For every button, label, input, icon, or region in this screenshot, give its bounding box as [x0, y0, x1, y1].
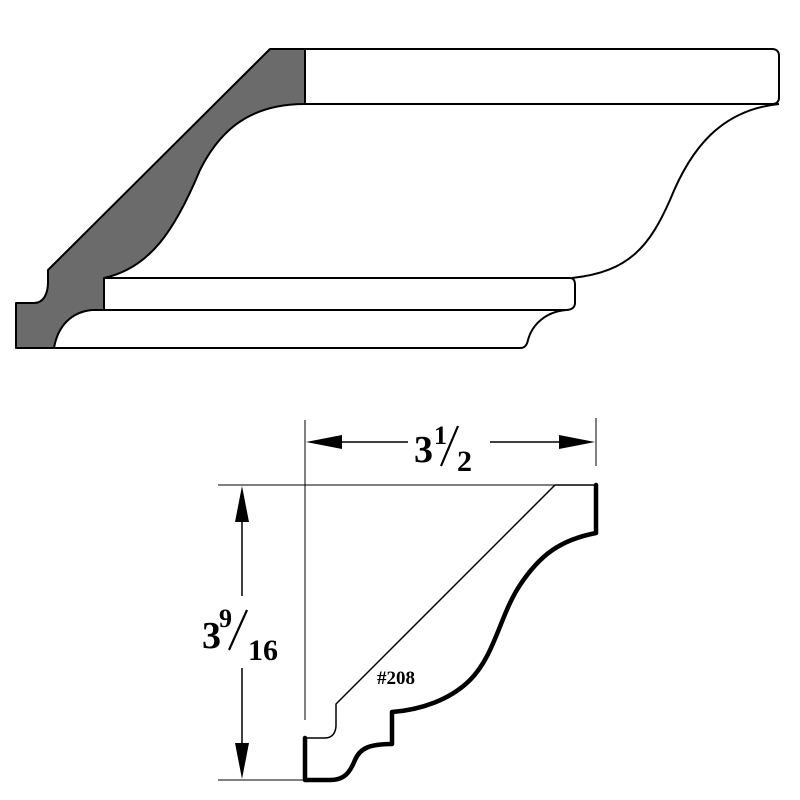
- height-denominator: 16: [248, 634, 278, 667]
- height-numerator: 9: [219, 604, 232, 633]
- profile-view: 3 1 2 3 9 16 #208: [202, 418, 599, 783]
- width-dimension-line: [306, 435, 595, 449]
- width-fraction-slash: [439, 425, 460, 467]
- width-denominator: 2: [457, 445, 472, 478]
- arrow-left-icon: [306, 435, 342, 449]
- height-dimension-line: [235, 486, 249, 779]
- arrow-up-icon: [235, 486, 249, 522]
- arrow-down-icon: [235, 743, 249, 779]
- molding-perspective-view: [15, 48, 780, 349]
- molding-profile-face-edge: [302, 482, 599, 783]
- width-numerator: 1: [434, 421, 447, 450]
- fillet-band: [104, 277, 576, 311]
- arrow-right-icon: [559, 435, 595, 449]
- height-whole: 3: [202, 615, 221, 657]
- top-fascia: [305, 48, 780, 105]
- end-profile-shading: [15, 48, 306, 349]
- part-number-label: #208: [377, 668, 415, 689]
- width-label: 3 1 2: [414, 421, 472, 478]
- molding-profile: [304, 484, 597, 781]
- height-label: 3 9 16: [202, 604, 278, 667]
- cove-face-edge: [571, 103, 780, 279]
- width-whole: 3: [414, 429, 433, 471]
- bottom-cove-band: [54, 309, 567, 349]
- height-fraction-slash: [227, 609, 249, 651]
